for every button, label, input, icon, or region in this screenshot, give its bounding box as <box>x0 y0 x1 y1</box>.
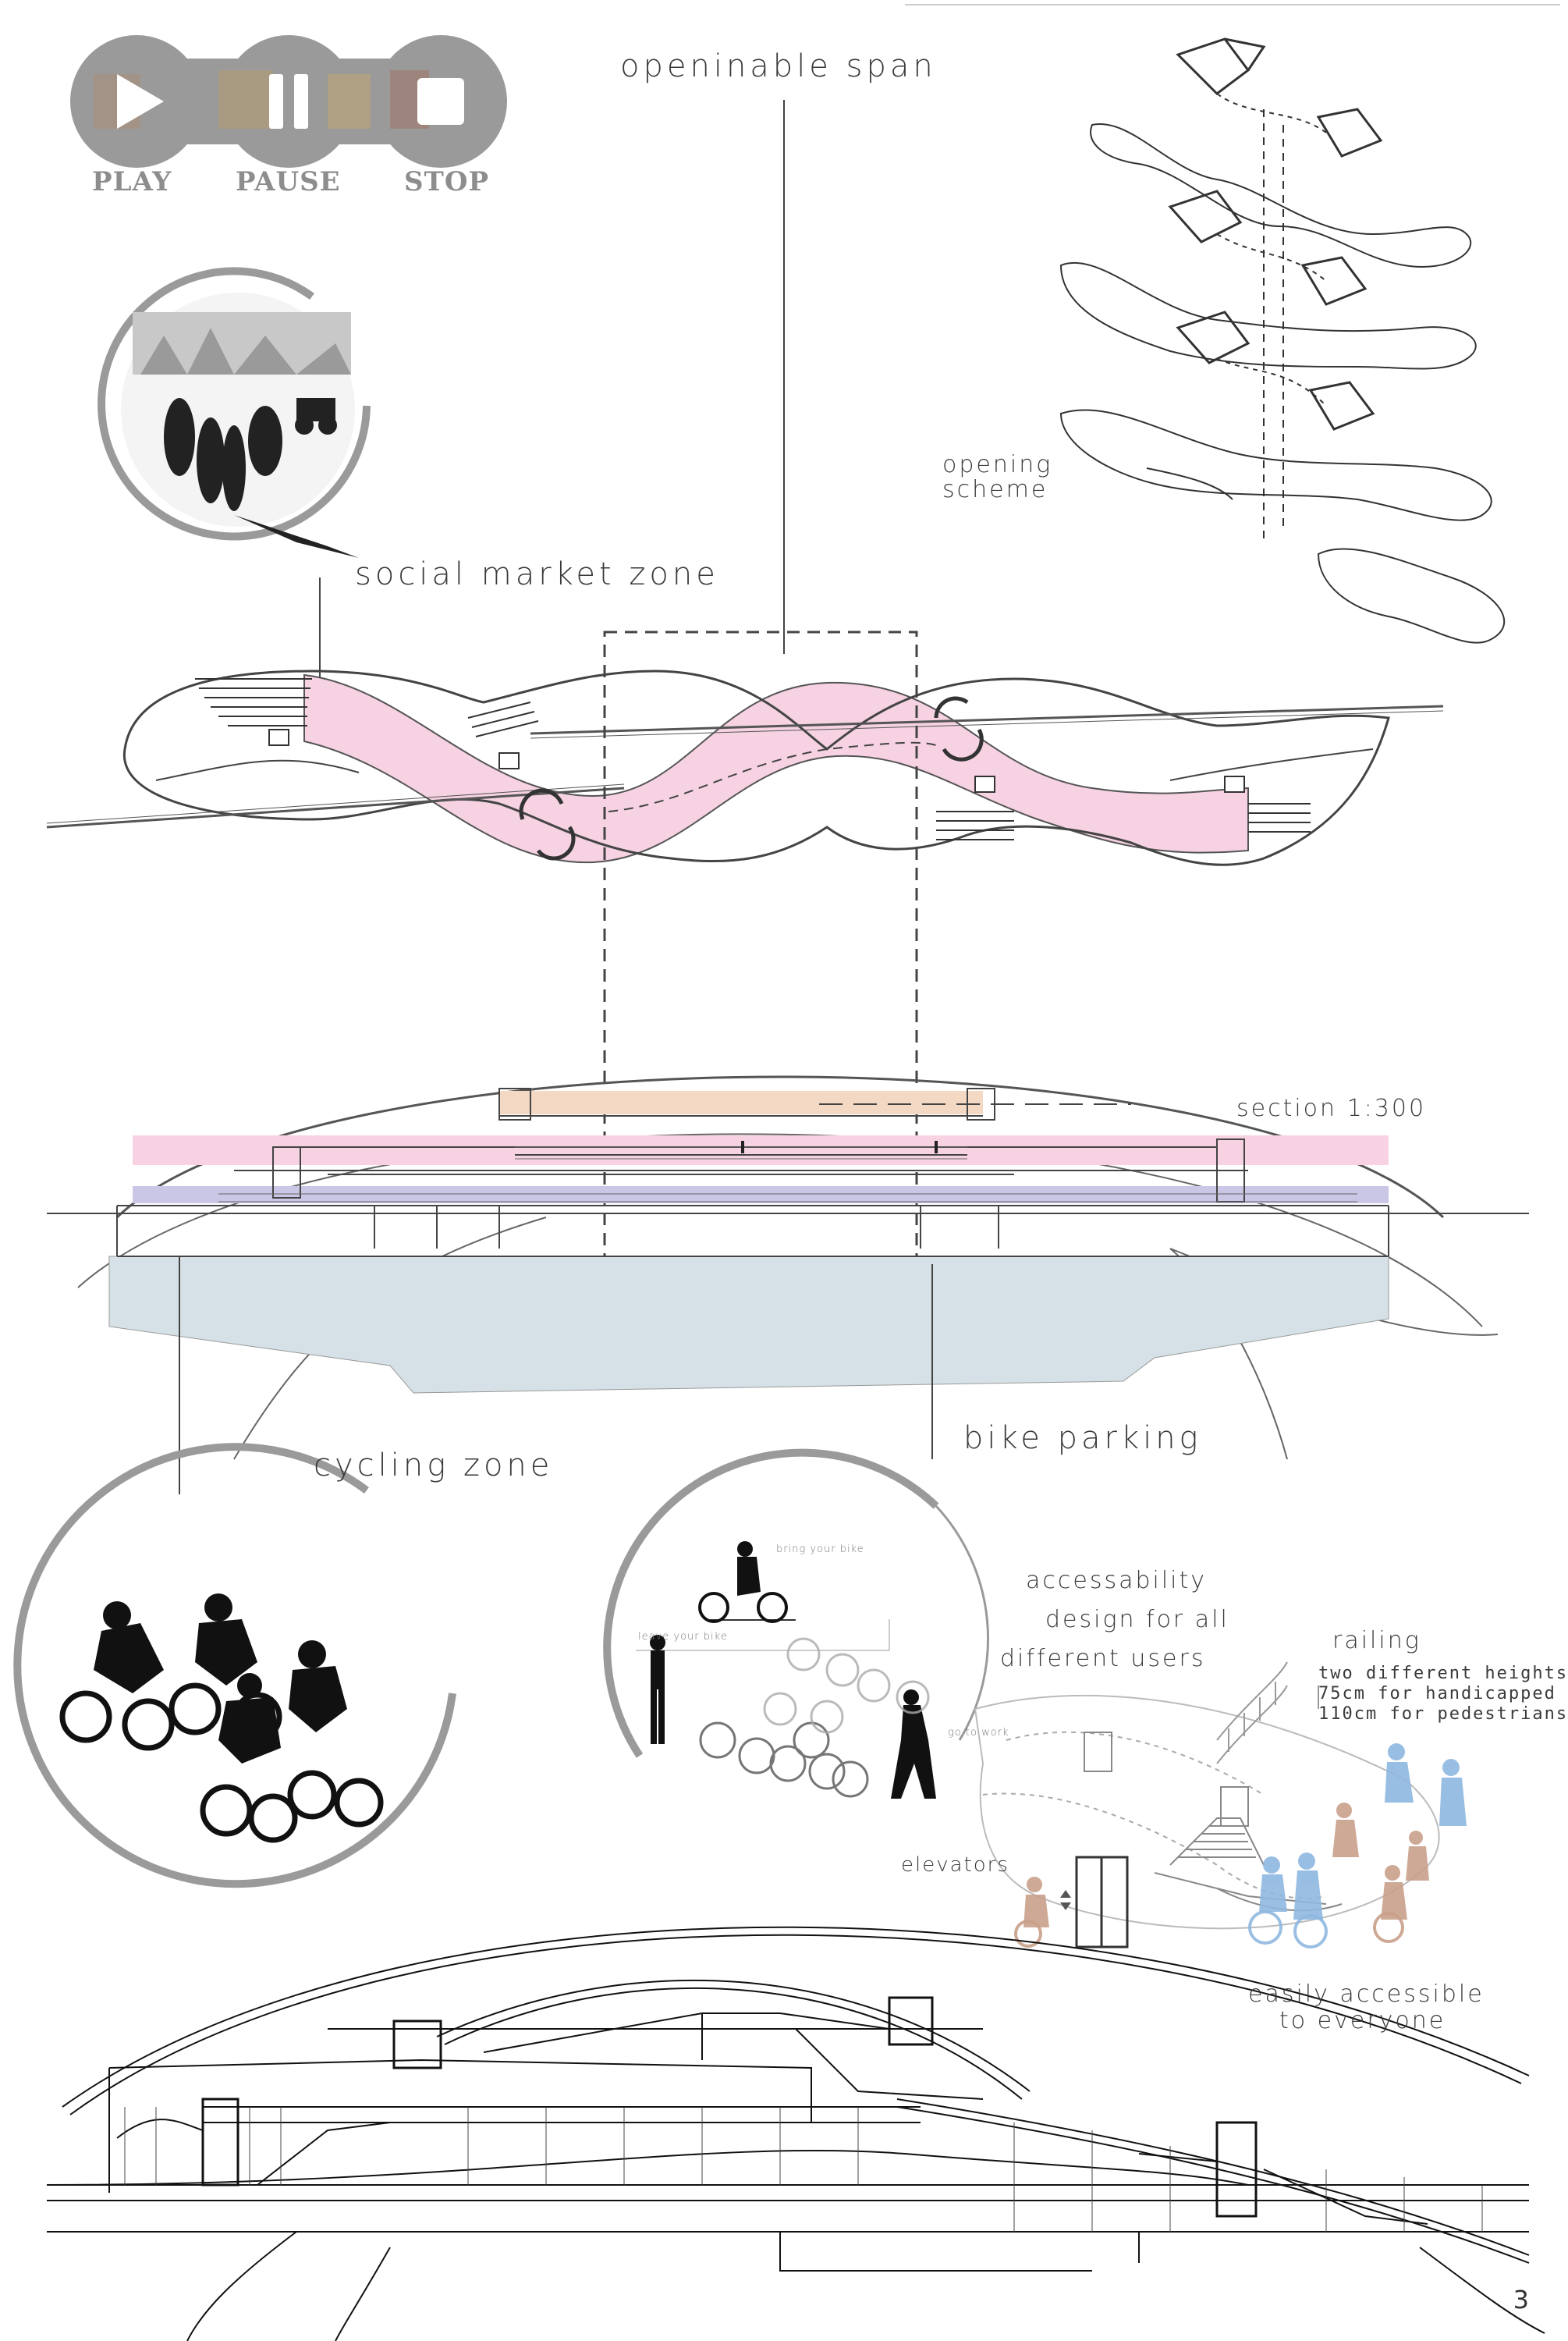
purple-deck-band <box>133 1186 1389 1203</box>
easily-accessible-line-2: to everyone <box>1279 2007 1446 2034</box>
stop-label[interactable]: STOP <box>404 166 490 197</box>
orange-deck-band <box>499 1091 983 1114</box>
pause-icon <box>269 74 308 129</box>
pink-deck-band <box>133 1135 1389 1165</box>
bring-your-bike-label: bring your bike <box>776 1543 864 1555</box>
accessibility-diagram <box>974 1661 1467 1948</box>
bridge-section <box>47 1075 1529 1460</box>
water-body <box>108 1256 1389 1394</box>
bridge-perspective <box>46 1926 1545 2341</box>
cycling-circle <box>13 1443 456 1888</box>
railing-label: railing <box>1332 1627 1421 1654</box>
pink-deck-plan <box>303 673 1249 864</box>
accessability-line-1: accessability <box>1026 1567 1208 1594</box>
accessability-line-3: different users <box>1000 1645 1206 1672</box>
openinable-span-label: openinable span <box>620 48 937 84</box>
bridge-plan <box>46 670 1444 866</box>
pause-button[interactable] <box>269 74 308 129</box>
play-icon <box>117 74 164 129</box>
railing-note-3: 110cm for pedestrians <box>1318 1704 1568 1724</box>
stop-button[interactable] <box>417 78 464 125</box>
pause-label[interactable]: PAUSE <box>236 166 341 197</box>
elevators-label: elevators <box>901 1853 1009 1877</box>
accessability-line-2: design for all <box>1045 1606 1229 1633</box>
openinable-span-box <box>603 631 918 1277</box>
railing-note-2: 75cm for handicapped <box>1318 1684 1556 1703</box>
bike-parking-circle <box>603 1448 989 1799</box>
play-button[interactable] <box>117 74 164 129</box>
leave-your-bike-label: leave your bike <box>638 1631 728 1643</box>
social-market-zone-label: social market zone <box>355 556 719 592</box>
opening-scheme-label-1: opening <box>942 451 1053 478</box>
page-number: 3 <box>1513 2285 1529 2314</box>
opening-scheme-diagram <box>1059 37 1506 644</box>
bike-parking-label: bike parking <box>963 1420 1202 1456</box>
go-to-work-label: go to work <box>948 1727 1009 1739</box>
stop-icon <box>417 78 464 125</box>
market-photo-circle <box>98 267 371 558</box>
easily-accessible-line-1: easily accessible <box>1248 1980 1485 2008</box>
cycling-zone-label: cycling zone <box>314 1448 554 1483</box>
opening-scheme-label-2: scheme <box>942 476 1048 503</box>
section-scale-label: section 1:300 <box>1236 1095 1427 1122</box>
play-label[interactable]: PLAY <box>92 166 172 197</box>
railing-note-1: two different heights <box>1318 1664 1568 1683</box>
